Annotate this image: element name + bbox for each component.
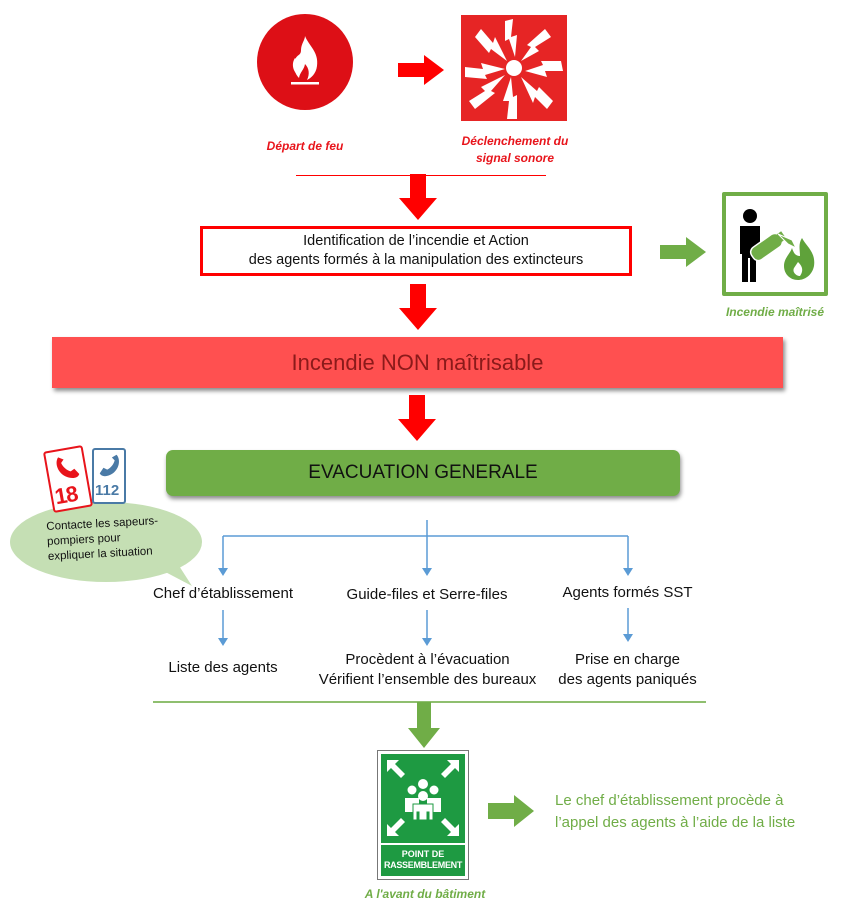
extinguisher-person-icon: [740, 209, 815, 282]
branch-title-guides: Guide-files et Serre-files: [346, 586, 508, 603]
fire-icon: [257, 14, 353, 110]
assembly-note-line2: l’appel des agents à l’aide de la liste: [555, 814, 796, 831]
arrow-down-icon: [398, 395, 436, 441]
phone-red-icon: [56, 457, 80, 479]
identification-line1: Identification de l’incendie et Action: [303, 233, 529, 249]
assembly-sign-line1: POINT DE: [401, 849, 445, 859]
arrow-down-green-icon: [408, 702, 440, 750]
emergency-bubble: Contacte les sapeurs- pompiers pour expl…: [6, 496, 206, 591]
arrow-right-green-icon: [488, 795, 534, 827]
branch-action-sst: Prise en charge des agents paniqués: [545, 650, 710, 690]
branch-title-sst: Agents formés SST: [562, 584, 693, 601]
assembly-sign-separator: [381, 843, 465, 845]
assembly-icon: [387, 760, 459, 836]
assembly-location-label: A l'avant du bâtiment: [364, 887, 486, 901]
branch-action-chef: Liste des agents: [133, 658, 313, 678]
assembly-point-sign: POINT DE RASSEMBLEMENT: [377, 750, 469, 880]
branch-action-chef-line1: Liste des agents: [168, 659, 278, 676]
branch-arrowhead: [623, 568, 633, 576]
controlled-node: [722, 192, 828, 296]
arrow-right-green-icon: [660, 237, 706, 267]
branch-action-guides: Procèdent à l’évacuation Vérifient l’ens…: [305, 650, 550, 690]
alarm-label: Déclenchement du signal sonore: [445, 133, 585, 167]
arrow-down-icon: [399, 284, 437, 330]
fire-start-node: [257, 14, 353, 110]
identification-line2: des agents formés à la manipulation des …: [248, 252, 584, 268]
alarm-signal-icon: [461, 15, 567, 121]
arrow-down-icon: [399, 174, 437, 220]
uncontrollable-banner-label: Incendie NON maîtrisable: [291, 349, 544, 375]
assembly-note-line1: Le chef d’établissement procède à: [555, 792, 784, 809]
branch-action-sst-line2: des agents paniqués: [558, 671, 697, 688]
evacuation-banner: EVACUATION GENERALE: [166, 450, 680, 496]
alarm-node: [461, 15, 567, 121]
phone-18-number: 18: [52, 480, 80, 510]
branch-arrowhead: [422, 638, 432, 646]
branch-arrowhead: [422, 568, 432, 576]
phone-112-number: 112: [95, 482, 120, 499]
phone-18-card: 18: [42, 444, 94, 514]
arrow-right-icon: [398, 55, 444, 85]
identification-box: Identification de l’incendie et Action d…: [200, 226, 632, 276]
phone-112-card: 112: [92, 448, 126, 504]
assembly-note: Le chef d’établissement procède à l’appe…: [555, 790, 835, 834]
branch-connector: [218, 520, 633, 646]
branch-arrowhead: [623, 634, 633, 642]
alarm-label-line1: Déclenchement du: [461, 134, 569, 148]
branch-title-chef: Chef d’établissement: [152, 585, 294, 602]
assembly-sign-text: POINT DE RASSEMBLEMENT: [381, 849, 465, 871]
evacuation-banner-label: EVACUATION GENERALE: [308, 462, 538, 483]
fire-start-label: Départ de feu: [266, 139, 344, 153]
controlled-label: Incendie maîtrisé: [725, 305, 825, 319]
branch-action-sst-line1: Prise en charge: [574, 651, 681, 668]
branch-arrowhead: [218, 638, 228, 646]
green-divider: [153, 701, 706, 703]
branch-arrowhead: [218, 568, 228, 576]
branch-action-guides-line1: Procèdent à l’évacuation: [345, 651, 510, 668]
assembly-sign-line2: RASSEMBLEMENT: [383, 860, 463, 870]
phone-blue-icon: [99, 454, 119, 477]
alarm-label-line2: signal sonore: [475, 151, 555, 165]
uncontrollable-banner: Incendie NON maîtrisable: [52, 337, 783, 388]
branch-action-guides-line2: Vérifient l’ensemble des bureaux: [318, 671, 537, 688]
